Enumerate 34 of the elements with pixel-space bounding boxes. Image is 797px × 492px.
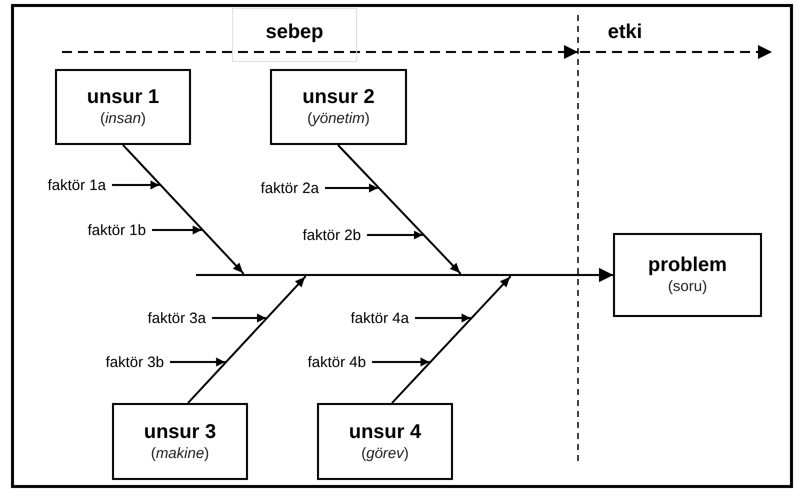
- box-subtitle: (soru): [668, 277, 708, 297]
- factor-label: faktör 3a: [130, 306, 212, 330]
- box-title: unsur 3: [144, 420, 216, 444]
- problem-box: [613, 233, 762, 317]
- cause-box: [270, 69, 407, 145]
- cause-box: [55, 69, 191, 145]
- arrow: [391, 268, 613, 404]
- box-title: problem: [648, 253, 727, 277]
- factor-label: faktör 1b: [70, 218, 152, 242]
- box-subtitle: (görev): [361, 444, 409, 464]
- arrow: [367, 230, 423, 240]
- factor-label: faktör 3b: [88, 350, 170, 374]
- factor-label: faktör 4a: [333, 306, 415, 330]
- arrow: [112, 180, 160, 190]
- factor-label: faktör 2a: [243, 176, 325, 200]
- section-heading: etki: [606, 20, 644, 44]
- section-heading: sebep: [232, 8, 357, 62]
- arrow: [212, 314, 266, 322]
- arrow: [415, 314, 471, 322]
- factor-label: faktör 2b: [285, 223, 367, 247]
- box-subtitle: (yönetim): [307, 109, 370, 129]
- box-title: unsur 4: [348, 420, 422, 444]
- box-title: unsur 2: [302, 85, 375, 109]
- arrow: [152, 226, 202, 234]
- arrow: [372, 358, 430, 366]
- cause-box: [317, 403, 453, 480]
- cause-box: [112, 403, 248, 480]
- factor-label: faktör 4b: [290, 350, 372, 374]
- factor-label: faktör 1a: [30, 173, 112, 197]
- box-title: unsur 1: [86, 85, 160, 109]
- box-subtitle: (makine): [150, 444, 210, 464]
- arrow: [170, 358, 226, 366]
- box-subtitle: (insan): [100, 109, 146, 129]
- arrow: [325, 184, 378, 192]
